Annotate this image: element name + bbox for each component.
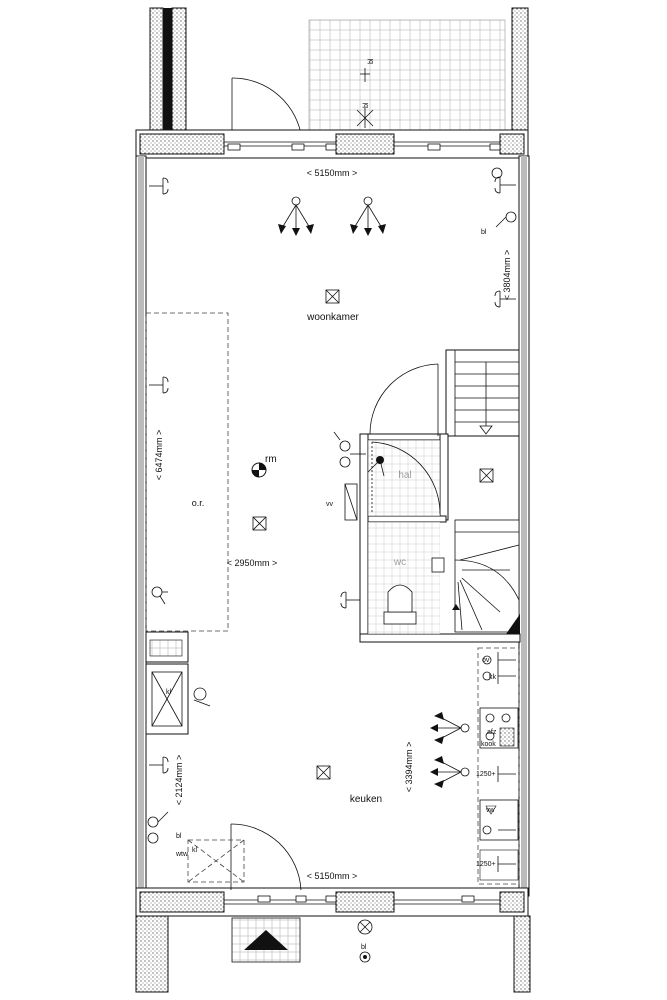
ceiling-spot-icon xyxy=(350,196,386,236)
label-kl-upper: kl xyxy=(166,689,172,696)
label-bl-left-lower: bl xyxy=(176,833,182,840)
ceiling-outlet-icon xyxy=(325,289,340,304)
label-bl-front: bl xyxy=(361,944,367,951)
facade-wall-bottom xyxy=(135,887,529,917)
dimension-bottom-width: < 5150mm > xyxy=(307,871,358,881)
ceiling-outlet-icon xyxy=(252,516,267,531)
wall-outlet-icon xyxy=(340,591,360,609)
room-label-woonkamer: woonkamer xyxy=(306,312,359,323)
meter-box xyxy=(344,483,358,521)
label-wtw: wtw xyxy=(175,851,189,858)
label-1250-a: 1250+ xyxy=(476,771,496,778)
label-bl-window: bl xyxy=(363,102,370,108)
wc-door-swing xyxy=(371,441,441,515)
dimension-left-mid: < 6474mm > xyxy=(154,430,164,481)
room-label-or: o.r. xyxy=(192,498,205,508)
hall-wc-enclosure xyxy=(359,433,521,643)
kitchen-spot-icon xyxy=(430,712,470,744)
dimension-right-upper: < 3804mm > xyxy=(502,250,512,301)
front-door-swing xyxy=(230,823,302,891)
smoke-detector-icon xyxy=(251,462,267,478)
front-light-icon xyxy=(357,919,373,963)
dimension-top-width: < 5150mm > xyxy=(307,168,358,178)
wall-switch-icon xyxy=(147,811,169,844)
label-kk: kk xyxy=(489,674,497,681)
outdoor-light-icon xyxy=(356,68,374,128)
wall-outlet-icon xyxy=(491,167,516,194)
dimension-center-width: < 2950mm > xyxy=(227,558,278,568)
room-label-keuken: keuken xyxy=(350,794,382,805)
dimension-left-lower: < 2124mm > xyxy=(174,755,184,806)
wall-outlet-icon xyxy=(149,177,169,195)
label-vv: vv xyxy=(326,501,334,508)
wc-sink-icon xyxy=(431,557,445,573)
wall-outlet-icon xyxy=(149,756,169,774)
label-1250-b: 1250+ xyxy=(476,861,496,868)
staircase xyxy=(445,349,520,633)
label-kook: kook xyxy=(481,741,496,748)
wall-outlet-icon xyxy=(149,376,169,394)
toilet-icon xyxy=(383,584,417,625)
hall-light-icon xyxy=(367,456,385,477)
ceiling-outlet-icon xyxy=(316,765,331,780)
kitchen-outlet-icon xyxy=(482,652,516,872)
ceiling-outlet-icon xyxy=(479,468,494,483)
entrance-step xyxy=(231,917,301,963)
neighbour-walls-top xyxy=(149,7,529,133)
label-ov: ov xyxy=(482,657,490,664)
dimension-right-lower: < 3394mm > xyxy=(404,742,414,793)
ceiling-spot-icon xyxy=(278,196,314,236)
neighbour-walls-bottom xyxy=(135,915,531,993)
facade-wall-top xyxy=(135,129,529,159)
hall-switch-icon xyxy=(333,431,366,468)
label-vw: vw xyxy=(486,807,496,814)
label-afz: afz xyxy=(487,729,497,736)
utility-cabinet xyxy=(145,631,211,735)
label-bl-terrace: bl xyxy=(368,58,375,64)
kitchen-counter xyxy=(477,647,520,885)
wall-outlet-icon xyxy=(494,290,516,308)
kitchen-spot-icon xyxy=(430,756,470,788)
label-bl-right: bl xyxy=(481,229,487,236)
wall-switch-icon xyxy=(151,586,168,605)
kl-unit xyxy=(187,839,245,883)
hall-door-swing xyxy=(369,363,439,436)
label-rm: rm xyxy=(265,454,277,465)
label-kl: kl xyxy=(192,847,198,854)
or-zone xyxy=(145,312,229,632)
terrace-tiles xyxy=(308,19,506,131)
wall-switch-icon xyxy=(495,211,517,228)
